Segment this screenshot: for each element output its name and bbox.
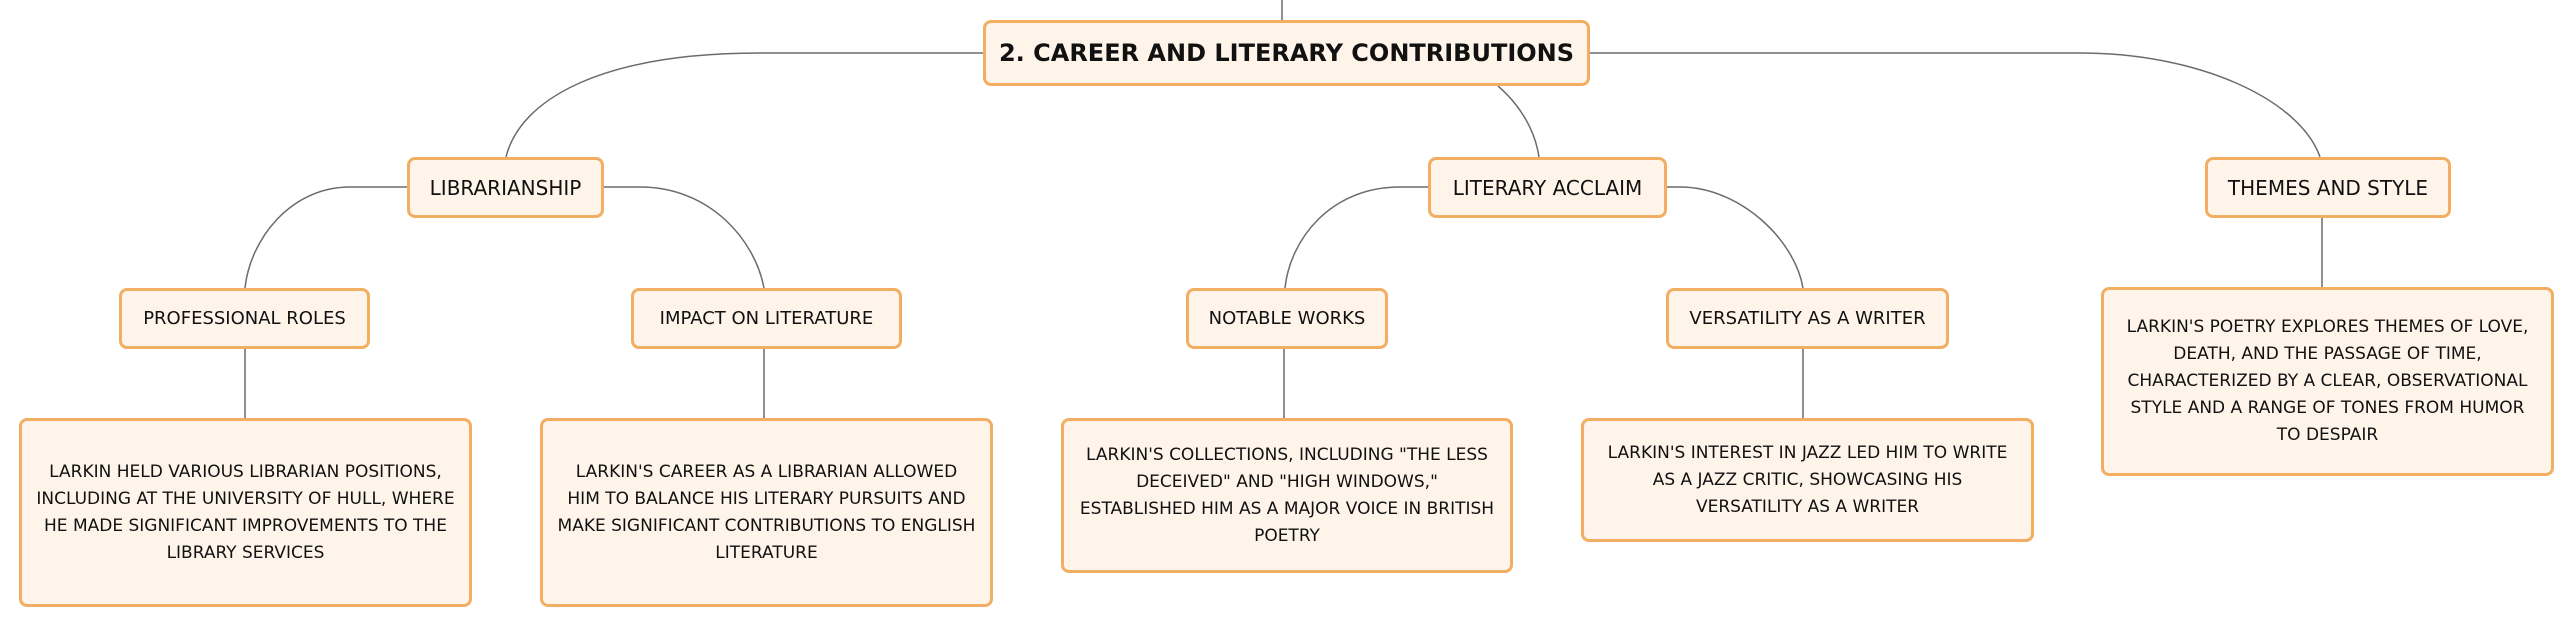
topic-label: THEMES AND STYLE xyxy=(2227,175,2429,200)
note-versatility-as-a-writer[interactable]: LARKIN'S INTEREST IN JAZZ LED HIM TO WRI… xyxy=(1581,418,2034,542)
note-impact-on-literature[interactable]: LARKIN'S CAREER AS A LIBRARIAN ALLOWED H… xyxy=(540,418,993,607)
topic-themes-and-style[interactable]: THEMES AND STYLE xyxy=(2205,157,2451,218)
topic-label: LIBRARIANSHIP xyxy=(429,175,582,200)
note-text: LARKIN'S INTEREST IN JAZZ LED HIM TO WRI… xyxy=(1607,442,2008,517)
note-notable-works[interactable]: LARKIN'S COLLECTIONS, INCLUDING "THE LES… xyxy=(1061,418,1513,573)
root-topic-label: 2. CAREER AND LITERARY CONTRIBUTIONS xyxy=(998,39,1575,67)
connector-root-librarianship xyxy=(505,52,983,158)
note-professional-roles[interactable]: LARKIN HELD VARIOUS LIBRARIAN POSITIONS,… xyxy=(19,418,472,607)
note-text: LARKIN'S POETRY EXPLORES THEMES OF LOVE,… xyxy=(2126,317,2529,445)
subtopic-versatility-as-a-writer[interactable]: VERSATILITY AS A WRITER xyxy=(1666,288,1949,349)
connector-literary-notable xyxy=(1284,186,1428,289)
root-topic[interactable]: 2. CAREER AND LITERARY CONTRIBUTIONS xyxy=(983,20,1590,86)
topic-literary-acclaim[interactable]: LITERARY ACCLAIM xyxy=(1428,157,1667,218)
subtopic-impact-on-literature[interactable]: IMPACT ON LITERATURE xyxy=(631,288,902,349)
note-text: LARKIN'S COLLECTIONS, INCLUDING "THE LES… xyxy=(1079,444,1495,546)
connector-librarianship-impact xyxy=(604,186,765,289)
connector-librarianship-prof xyxy=(244,186,407,289)
note-themes-and-style[interactable]: LARKIN'S POETRY EXPLORES THEMES OF LOVE,… xyxy=(2101,287,2554,476)
connector-root-themes xyxy=(1590,52,2321,158)
note-text: LARKIN'S CAREER AS A LIBRARIAN ALLOWED H… xyxy=(557,461,976,563)
subtopic-notable-works[interactable]: NOTABLE WORKS xyxy=(1186,288,1388,349)
topic-librarianship[interactable]: LIBRARIANSHIP xyxy=(407,157,604,218)
subtopic-label: PROFESSIONAL ROLES xyxy=(143,308,346,329)
subtopic-professional-roles[interactable]: PROFESSIONAL ROLES xyxy=(119,288,370,349)
subtopic-label: IMPACT ON LITERATURE xyxy=(659,308,874,329)
subtopic-label: NOTABLE WORKS xyxy=(1208,308,1366,329)
topic-label: LITERARY ACCLAIM xyxy=(1452,175,1643,200)
subtopic-label: VERSATILITY AS A WRITER xyxy=(1689,308,1926,329)
connector-root-literary xyxy=(1497,85,1540,158)
note-text: LARKIN HELD VARIOUS LIBRARIAN POSITIONS,… xyxy=(36,461,455,563)
connector-literary-versatility xyxy=(1667,186,1804,289)
